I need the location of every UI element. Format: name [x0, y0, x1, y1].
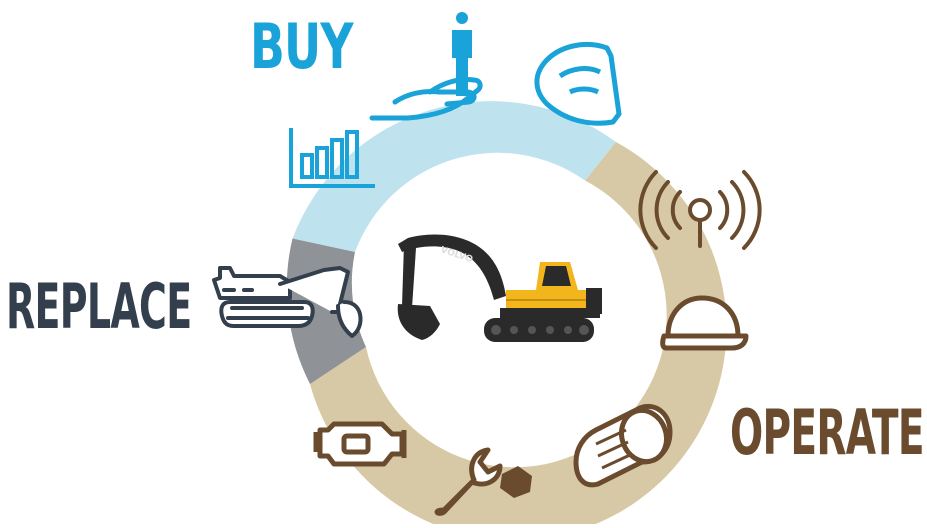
stage-label-replace: REPLACE	[6, 270, 192, 343]
bucket-icon	[534, 42, 622, 126]
signal-antenna-icon	[638, 170, 762, 250]
excavator-photo: VOLVO	[397, 234, 602, 342]
person-on-hand-icon	[369, 12, 483, 121]
stage-label-buy: BUY	[250, 10, 353, 83]
stage-label-operate: OPERATE	[730, 396, 925, 469]
oil-filter-icon	[573, 404, 673, 488]
bar-chart-icon	[289, 128, 375, 188]
engine-icon	[313, 421, 407, 467]
hard-hat-icon	[660, 295, 749, 351]
ring-segment-buy	[292, 101, 616, 252]
excavator-outline-icon	[212, 266, 363, 338]
wrench-nut-icon	[434, 447, 532, 516]
